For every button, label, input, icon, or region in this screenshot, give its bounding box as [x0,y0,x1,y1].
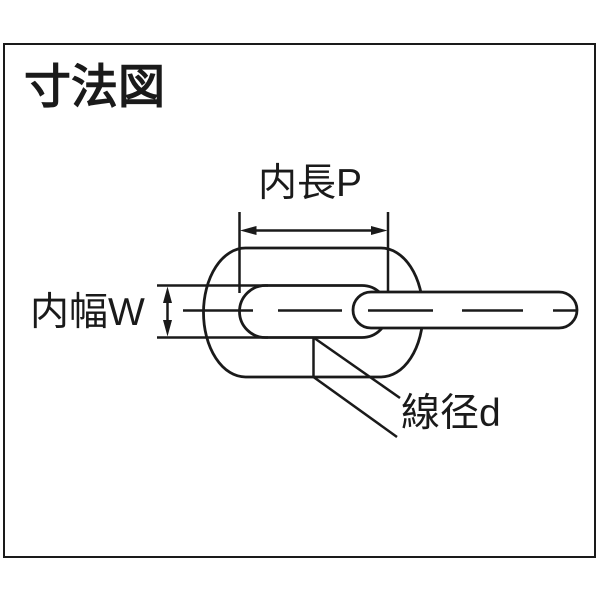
diagram-title: 寸法図 [24,60,165,113]
width-dimension-arrow [163,286,172,337]
label-inner-width: 内幅W [30,291,145,334]
length-dimension-arrow [240,226,388,235]
wire-diameter-leader [312,336,401,439]
label-inner-length: 内長P [257,162,362,205]
label-wire-diameter: 線径d [401,392,501,435]
length-extension-lines [238,212,390,293]
width-extension-lines [157,284,268,339]
